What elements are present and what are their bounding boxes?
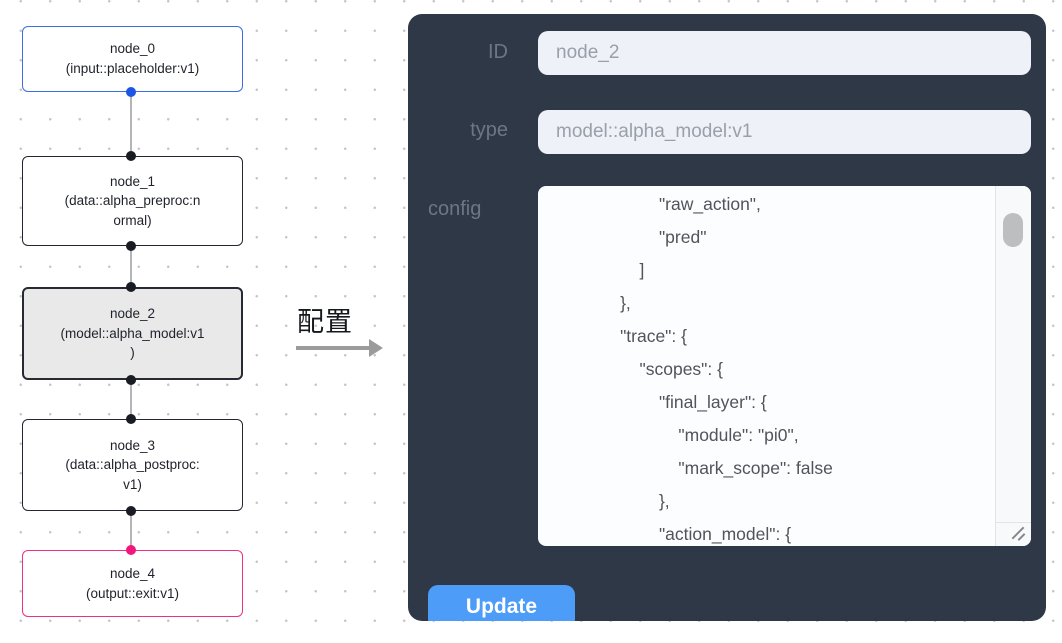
port-node3-output[interactable] xyxy=(126,506,136,516)
node-name: node_0 xyxy=(109,41,156,57)
edge-node2-node3 xyxy=(130,380,132,419)
id-field-label: ID xyxy=(488,41,508,63)
textarea-resize-handle-icon[interactable] xyxy=(1010,525,1028,541)
port-node3-input[interactable] xyxy=(126,414,136,424)
flow-node-node_0[interactable]: node_0 (input::placeholder:v1) xyxy=(22,26,243,92)
edge-node0-node1 xyxy=(130,92,132,156)
port-node1-output[interactable] xyxy=(126,241,136,251)
node-config-panel: ID type config "raw_action", "pred" ] },… xyxy=(408,14,1046,621)
node-type: (model::alpha_model:v1 ) xyxy=(60,325,205,361)
port-node2-output[interactable] xyxy=(126,375,136,385)
node-name: node_4 xyxy=(109,565,156,581)
flow-node-node_2-selected[interactable]: node_2 (model::alpha_model:v1 ) xyxy=(22,287,243,380)
arrow-shaft xyxy=(296,346,371,350)
update-button[interactable]: Update xyxy=(428,585,575,621)
arrow-head xyxy=(369,339,383,357)
node-type: (data::alpha_preproc:n ormal) xyxy=(64,193,201,228)
right-arrow-icon xyxy=(296,339,386,357)
flow-node-node_3[interactable]: node_3 (data::alpha_postproc: v1) xyxy=(22,419,243,511)
node-name: node_3 xyxy=(109,437,156,453)
config-textarea[interactable]: "raw_action", "pred" ] }, "trace": { "sc… xyxy=(538,186,1031,546)
id-input[interactable] xyxy=(538,31,1031,75)
port-node1-input[interactable] xyxy=(126,151,136,161)
node-name: node_2 xyxy=(109,306,156,322)
type-field-label: type xyxy=(470,119,508,141)
node-name: node_1 xyxy=(109,173,156,189)
flow-node-node_1[interactable]: node_1 (data::alpha_preproc:n ormal) xyxy=(22,156,243,246)
edge-node1-node2 xyxy=(130,246,132,287)
port-node4-input[interactable] xyxy=(126,545,136,555)
node-type: (input::placeholder:v1) xyxy=(65,61,200,76)
config-field-label: config xyxy=(428,198,482,220)
node-type: (output::exit:v1) xyxy=(85,585,180,601)
port-node2-input[interactable] xyxy=(126,282,136,292)
port-node0-output[interactable] xyxy=(126,87,136,97)
flow-node-node_4[interactable]: node_4 (output::exit:v1) xyxy=(22,550,243,617)
node-type: (data::alpha_postproc: v1) xyxy=(65,457,200,492)
config-annotation-label: 配置 xyxy=(297,307,353,337)
type-input[interactable] xyxy=(538,110,1031,154)
config-scrollbar[interactable] xyxy=(995,186,1031,546)
config-json-text: "raw_action", "pred" ] }, "trace": { "sc… xyxy=(620,194,833,544)
scrollbar-thumb[interactable] xyxy=(1003,213,1023,247)
scrollbar-divider xyxy=(996,522,1031,523)
edge-node3-node4 xyxy=(130,511,132,550)
